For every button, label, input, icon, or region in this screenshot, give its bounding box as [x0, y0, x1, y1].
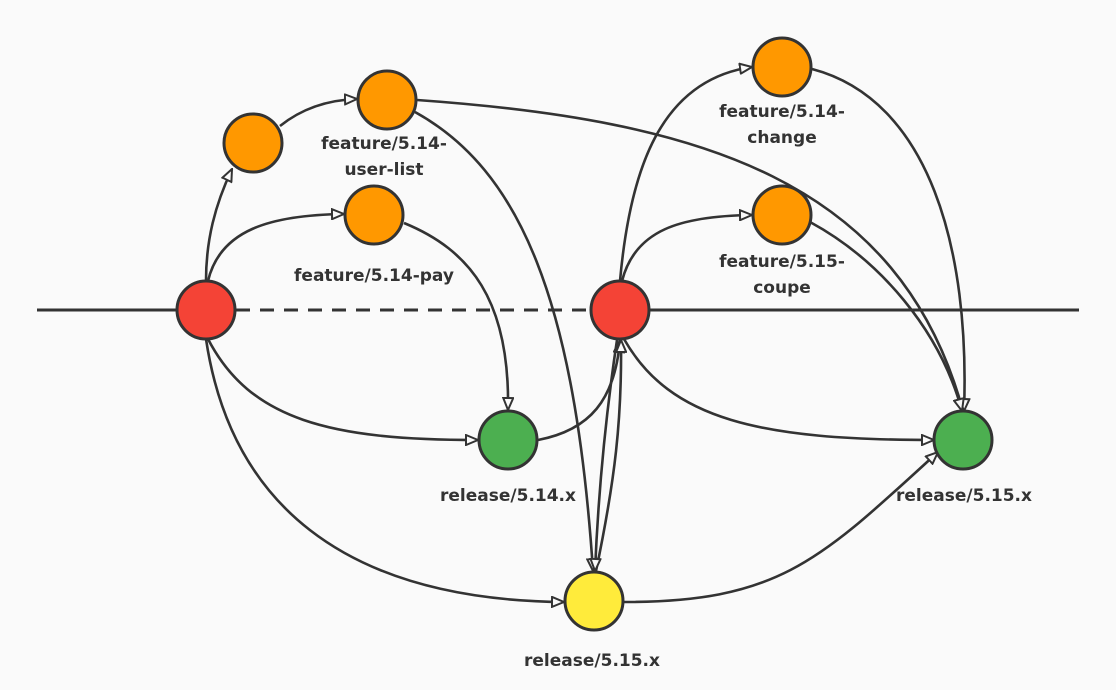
- edge-master1-yellow: [204, 338, 564, 602]
- label-feature-change-line1: feature/5.14-: [719, 102, 845, 122]
- node-release-5-15[interactable]: [932, 409, 994, 471]
- node-feature-coupe[interactable]: [751, 184, 813, 246]
- edge-master1-featureA: [204, 169, 234, 282]
- edge-userlist-release515: [416, 98, 963, 411]
- edge-featureA-userlist: [279, 99, 357, 128]
- label-feature-user-list-line1: feature/5.14-: [321, 134, 447, 154]
- node-feature-a[interactable]: [222, 112, 284, 174]
- edge-yellow-release515: [623, 452, 938, 604]
- node-feature-change[interactable]: [751, 36, 813, 98]
- edge-pay-release514: [403, 221, 508, 410]
- node-release-5-14[interactable]: [477, 409, 539, 471]
- edge-master2-coupe: [620, 215, 752, 282]
- label-feature-coupe-line1: feature/5.15-: [719, 252, 845, 272]
- edge-coupe-release515: [809, 220, 962, 411]
- label-feature-change-line2: change: [747, 128, 816, 148]
- edge-yellow-master2: [594, 340, 621, 572]
- edge-master2-release515: [622, 338, 934, 440]
- edge-master2-change: [618, 67, 752, 282]
- node-master-1[interactable]: [175, 279, 237, 341]
- label-feature-user-list-line2: user-list: [344, 160, 423, 180]
- node-feature-pay[interactable]: [343, 184, 405, 246]
- label-release-5-15: release/5.15.x: [896, 486, 1032, 506]
- node-feature-user-list[interactable]: [356, 69, 418, 131]
- label-release-5-14: release/5.14.x: [440, 486, 576, 506]
- edge-release514-master2: [537, 340, 620, 442]
- edge-master1-pay: [206, 214, 344, 282]
- edge-master1-release514: [206, 338, 478, 440]
- edge-userlist-yellow: [414, 110, 593, 571]
- label-feature-pay: feature/5.14-pay: [294, 266, 454, 286]
- label-feature-coupe-line2: coupe: [753, 278, 811, 298]
- node-master-2[interactable]: [589, 279, 651, 341]
- edge-master2-yellow: [595, 339, 619, 571]
- node-release-5-15-test[interactable]: [563, 570, 625, 632]
- label-release-5-15-test: release/5.15.x: [524, 651, 660, 671]
- edge-change-release515: [811, 67, 965, 411]
